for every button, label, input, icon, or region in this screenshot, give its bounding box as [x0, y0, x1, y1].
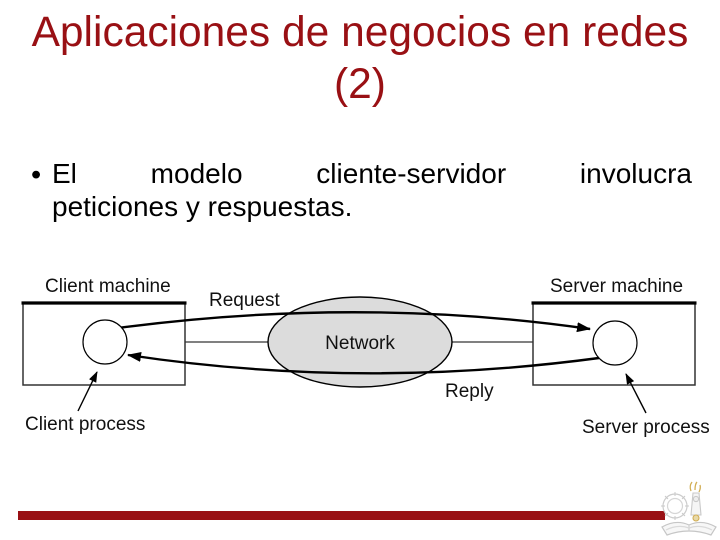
server-process-circle [592, 320, 638, 366]
crest-gear-icon [661, 492, 689, 520]
title-line-2: (2) [334, 61, 386, 108]
bullet-paragraph: El modelo cliente-servidor involucra pet… [52, 157, 692, 223]
client-machine-label: Client machine [45, 276, 171, 297]
server-machine-label: Server machine [550, 276, 683, 297]
bullet-marker: • [31, 159, 42, 191]
request-arrow [117, 311, 591, 333]
bullet-line-2: peticiones y respuestas. [52, 191, 353, 222]
client-process-pointer-arrow [77, 371, 98, 412]
reply-label: Reply [445, 381, 494, 402]
crest-flames-icon [689, 481, 701, 493]
slide-title: Aplicaciones de negocios en redes (2) [0, 7, 720, 111]
reply-arrow [127, 351, 600, 375]
bullet-line-1: El modelo cliente-servidor involucra [52, 158, 692, 189]
crest-open-book-icon [661, 521, 717, 536]
network-ellipse [267, 296, 453, 388]
client-server-diagram: Client machine Server machine Request Re… [21, 276, 710, 438]
server-process-label: Server process [582, 417, 710, 438]
client-process-circle [82, 319, 128, 365]
footer-accent-bar [18, 511, 665, 520]
server-process-pointer-arrow [625, 373, 647, 414]
title-line-1: Aplicaciones de negocios en redes [31, 9, 689, 56]
client-process-label: Client process [25, 414, 145, 435]
request-label: Request [209, 290, 280, 311]
network-label: Network [325, 333, 395, 354]
university-crest-logo [661, 481, 717, 536]
crest-monument-icon [690, 492, 702, 522]
